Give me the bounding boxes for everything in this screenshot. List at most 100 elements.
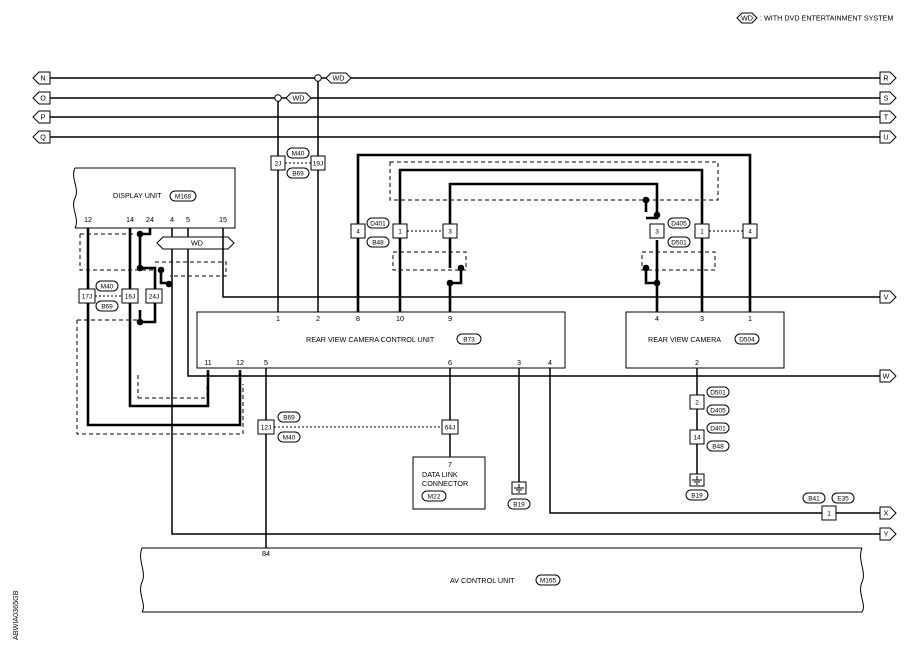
shield-camera [389,161,719,271]
right-arrows: R S T U V W X Y [879,71,897,541]
svg-text:3: 3 [517,358,521,367]
svg-text:1: 1 [700,229,704,236]
svg-text:B69: B69 [292,171,304,178]
svg-text:4: 4 [748,229,752,236]
svg-text:V: V [884,293,889,302]
wd-tag-display: WD [191,239,203,248]
svg-text:D405: D405 [671,221,687,228]
svg-text:5: 5 [264,358,268,367]
display-unit-label: DISPLAY UNIT [113,191,162,200]
camera-unit-power-wires [277,81,319,312]
svg-text:16J: 16J [125,294,135,301]
svg-text:4: 4 [170,215,174,224]
svg-text:3: 3 [448,229,452,236]
arrow-q: Q [32,130,51,144]
svg-text:9: 9 [448,314,452,323]
svg-text:12: 12 [236,358,244,367]
svg-text:12: 12 [84,215,92,224]
ground-icon [689,473,705,487]
svg-text:B69: B69 [283,415,295,422]
arrow-r: R [879,71,897,85]
svg-text:N: N [40,74,45,83]
svg-text:2: 2 [695,358,699,367]
svg-text:64J: 64J [445,425,455,432]
svg-text:17J: 17J [82,294,92,301]
arrow-s: S [879,91,897,105]
svg-text:B69: B69 [101,304,113,311]
svg-text:CONNECTOR: CONNECTOR [422,479,468,488]
arrow-x: X [879,506,897,520]
svg-text:1: 1 [748,314,752,323]
svg-text:14: 14 [693,435,701,442]
svg-text:M40: M40 [292,151,305,158]
svg-text:3: 3 [700,314,704,323]
arrow-t: T [879,110,897,124]
arrow-y: Y [879,527,897,541]
display-unit: DISPLAY UNIT M168 12 14 24 4 5 15 [73,167,236,229]
svg-text:2: 2 [695,400,699,407]
svg-text:D405: D405 [710,408,726,415]
svg-text:W: W [883,372,890,381]
svg-text:6: 6 [448,358,452,367]
svg-text:19J: 19J [313,161,323,168]
svg-text:7: 7 [448,460,452,469]
legend: WD : WITH DVD ENTERTAINMENT SYSTEM [736,12,893,24]
rear-view-camera: REAR VIEW CAMERA D504 4 3 1 2 [625,311,785,369]
left-arrows: N O P Q [32,71,51,144]
connector-b69-m40-bottom: 12J 64J B69 M40 [257,411,459,443]
svg-text:24J: 24J [149,294,159,301]
svg-text:4: 4 [356,229,360,236]
camera-label: REAR VIEW CAMERA [648,335,721,344]
rear-view-camera-control-unit: REAR VIEW CAMERA CONTROL UNIT B73 1 2 8 … [196,311,566,369]
svg-text:10: 10 [396,314,404,323]
av-control-unit: 84 AV CONTROL UNIT M165 [140,547,864,613]
connector-b41-e35: 1 B41 E35 [802,492,855,521]
svg-text:4: 4 [548,358,552,367]
connector-m40-b69-left: 17J 16J 24J M40 B69 [78,280,163,312]
svg-text:11: 11 [204,358,211,367]
connector-m40-b69-top: 2J 19J M40 B69 [270,147,326,179]
arrow-n: N [32,71,51,85]
connector-d405-d501: 3 1 4 D405 D501 [649,217,758,248]
legend-text: : WITH DVD ENTERTAINMENT SYSTEM [760,14,893,23]
svg-text:2J: 2J [275,161,282,168]
wd-tag-top1: WD [333,74,345,83]
svg-text:DATA LINK: DATA LINK [422,470,458,479]
display-unit-code: M168 [175,194,192,201]
rvccu-label: REAR VIEW CAMERA CONTROL UNIT [306,335,435,344]
svg-text:Q: Q [40,133,46,142]
arrow-o: O [32,91,51,105]
top-splices: WD WD [274,72,352,104]
ground-code-2: B19 [691,493,703,500]
svg-text:D401: D401 [710,426,726,433]
svg-text:T: T [884,113,889,122]
svg-text:8: 8 [356,314,360,323]
svg-text:84: 84 [262,549,270,558]
svg-text:4: 4 [655,314,659,323]
rvccu-code: B73 [463,337,475,344]
svg-text:5: 5 [186,215,190,224]
svg-text:24: 24 [146,215,154,224]
camera-ground-connectors: 2 D501 D405 14 D401 B48 [689,386,730,452]
svg-text:M40: M40 [283,435,296,442]
svg-text:1: 1 [827,511,831,518]
svg-text:D501: D501 [710,390,726,397]
svg-text:B41: B41 [808,496,820,503]
connector-d401-b48: 4 1 3 D401 B48 [350,217,458,248]
camera-code: D504 [739,337,755,344]
av-unit-label: AV CONTROL UNIT [450,576,515,585]
arrow-v: V [879,290,897,304]
side-code: ABWIA0365GB [11,590,20,640]
ground-icon [511,481,527,495]
svg-text:12J: 12J [261,425,271,432]
svg-text:1: 1 [276,314,280,323]
svg-text:X: X [884,509,889,518]
wd-tag-top2: WD [293,94,305,103]
svg-text:15: 15 [219,215,227,224]
bus-lines [44,77,880,138]
svg-text:E35: E35 [837,496,849,503]
legend-code: WD [741,14,753,23]
svg-text:R: R [883,74,888,83]
data-link-connector: 7 DATA LINK CONNECTOR M22 [412,456,486,510]
